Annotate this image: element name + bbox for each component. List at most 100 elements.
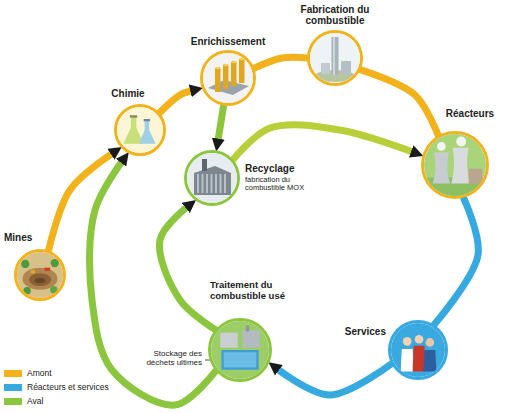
icon-part	[211, 321, 269, 379]
icon-part	[401, 349, 414, 372]
icon-part	[433, 153, 450, 184]
node-illustration	[211, 321, 269, 379]
icon-part	[333, 37, 335, 75]
process-node: Enrichissement	[200, 50, 256, 106]
cycle-connector	[218, 105, 224, 143]
legend-row: Amont	[4, 366, 109, 380]
process-node: Fabrication du combustible	[307, 30, 363, 86]
icon-part	[424, 134, 486, 196]
legend-label: Réacteurs et services	[27, 382, 109, 392]
icon-part	[231, 61, 237, 64]
icon-part	[246, 326, 249, 332]
cycle-connector	[253, 57, 308, 68]
note-label: Stockage des déchets ultimes	[134, 350, 202, 368]
process-node: Recyclagefabrication du combustible MOX	[184, 150, 240, 206]
node-label: Enrichissement	[191, 36, 265, 47]
icon-part	[221, 350, 258, 370]
icon-part	[31, 270, 35, 273]
node-label: Réacteurs	[446, 108, 494, 119]
legend-swatch	[4, 384, 22, 391]
icon-part	[123, 117, 143, 144]
icon-part	[117, 107, 163, 153]
icon-part	[223, 65, 229, 89]
node-illustration	[310, 33, 360, 83]
node-illustration	[17, 252, 63, 298]
icon-part	[45, 268, 51, 271]
legend-row: Réacteurs et services	[4, 380, 109, 394]
icon-part	[321, 63, 330, 74]
process-node: Services	[388, 320, 448, 380]
icon-part	[403, 337, 412, 346]
icon-part	[220, 333, 237, 348]
node-illustration	[391, 323, 445, 377]
icon-part	[415, 335, 424, 344]
icon-part	[51, 259, 59, 267]
cycle-connector	[160, 206, 217, 331]
node-label: Traitement du combustible usé	[210, 280, 305, 301]
cycle-connector	[48, 152, 114, 251]
legend: AmontRéacteurs et servicesAval	[4, 366, 109, 408]
icon-part	[223, 64, 229, 67]
process-node: Traitement du combustible usé	[208, 318, 272, 382]
icon-part	[29, 273, 51, 286]
legend-swatch	[4, 370, 22, 377]
node-label: Services	[345, 326, 386, 337]
icon-part	[187, 153, 237, 203]
node-illustration	[424, 134, 486, 196]
cycle-connector	[433, 197, 478, 326]
process-node: Mines	[14, 249, 66, 301]
icon-part	[332, 37, 339, 75]
node-illustration	[203, 53, 253, 103]
process-node: Chimie	[114, 104, 166, 156]
icon-part	[224, 174, 226, 193]
node-label: Fabrication du combustible	[290, 4, 380, 26]
cycle-connector	[276, 363, 392, 395]
icon-part	[144, 119, 150, 121]
icon-part	[239, 58, 245, 61]
process-node: Réacteurs	[421, 131, 489, 199]
icon-part	[17, 252, 63, 298]
icon-part	[139, 121, 156, 144]
node-illustration	[187, 153, 237, 203]
icon-part	[242, 330, 259, 347]
icon-part	[130, 115, 137, 117]
icon-part	[310, 33, 360, 83]
icon-part	[197, 174, 199, 193]
icon-part	[391, 323, 445, 377]
legend-label: Aval	[27, 396, 43, 406]
icon-part	[437, 142, 446, 151]
icon-part	[194, 166, 231, 195]
icon-part	[239, 59, 245, 83]
node-label: Chimie	[111, 88, 144, 99]
icon-part	[426, 338, 435, 347]
legend-row: Aval	[4, 394, 109, 408]
icon-part	[469, 169, 483, 184]
icon-part	[203, 53, 253, 103]
cycle-connector	[360, 69, 439, 136]
icon-part	[215, 67, 221, 70]
cycle-connector	[159, 90, 194, 114]
icon-part	[220, 174, 222, 193]
icon-part	[456, 136, 466, 146]
icon-part	[423, 350, 436, 372]
node-label: Mines	[4, 232, 32, 243]
icon-part	[231, 62, 237, 86]
icon-part	[34, 278, 45, 284]
icon-part	[50, 286, 57, 293]
icon-part	[341, 61, 351, 74]
node-illustration	[117, 107, 163, 153]
icon-part	[202, 159, 207, 171]
icon-part	[211, 174, 213, 193]
node-label: Recyclage	[245, 163, 294, 174]
legend-label: Amont	[27, 368, 52, 378]
icon-part	[224, 352, 256, 367]
icon-part	[23, 287, 30, 294]
icon-part	[215, 68, 221, 92]
cycle-connector	[232, 125, 414, 161]
icon-part	[202, 174, 204, 193]
icon-part	[21, 260, 29, 268]
legend-swatch	[4, 398, 22, 405]
icon-part	[206, 174, 208, 193]
icon-part	[451, 148, 470, 184]
icon-part	[215, 174, 217, 193]
